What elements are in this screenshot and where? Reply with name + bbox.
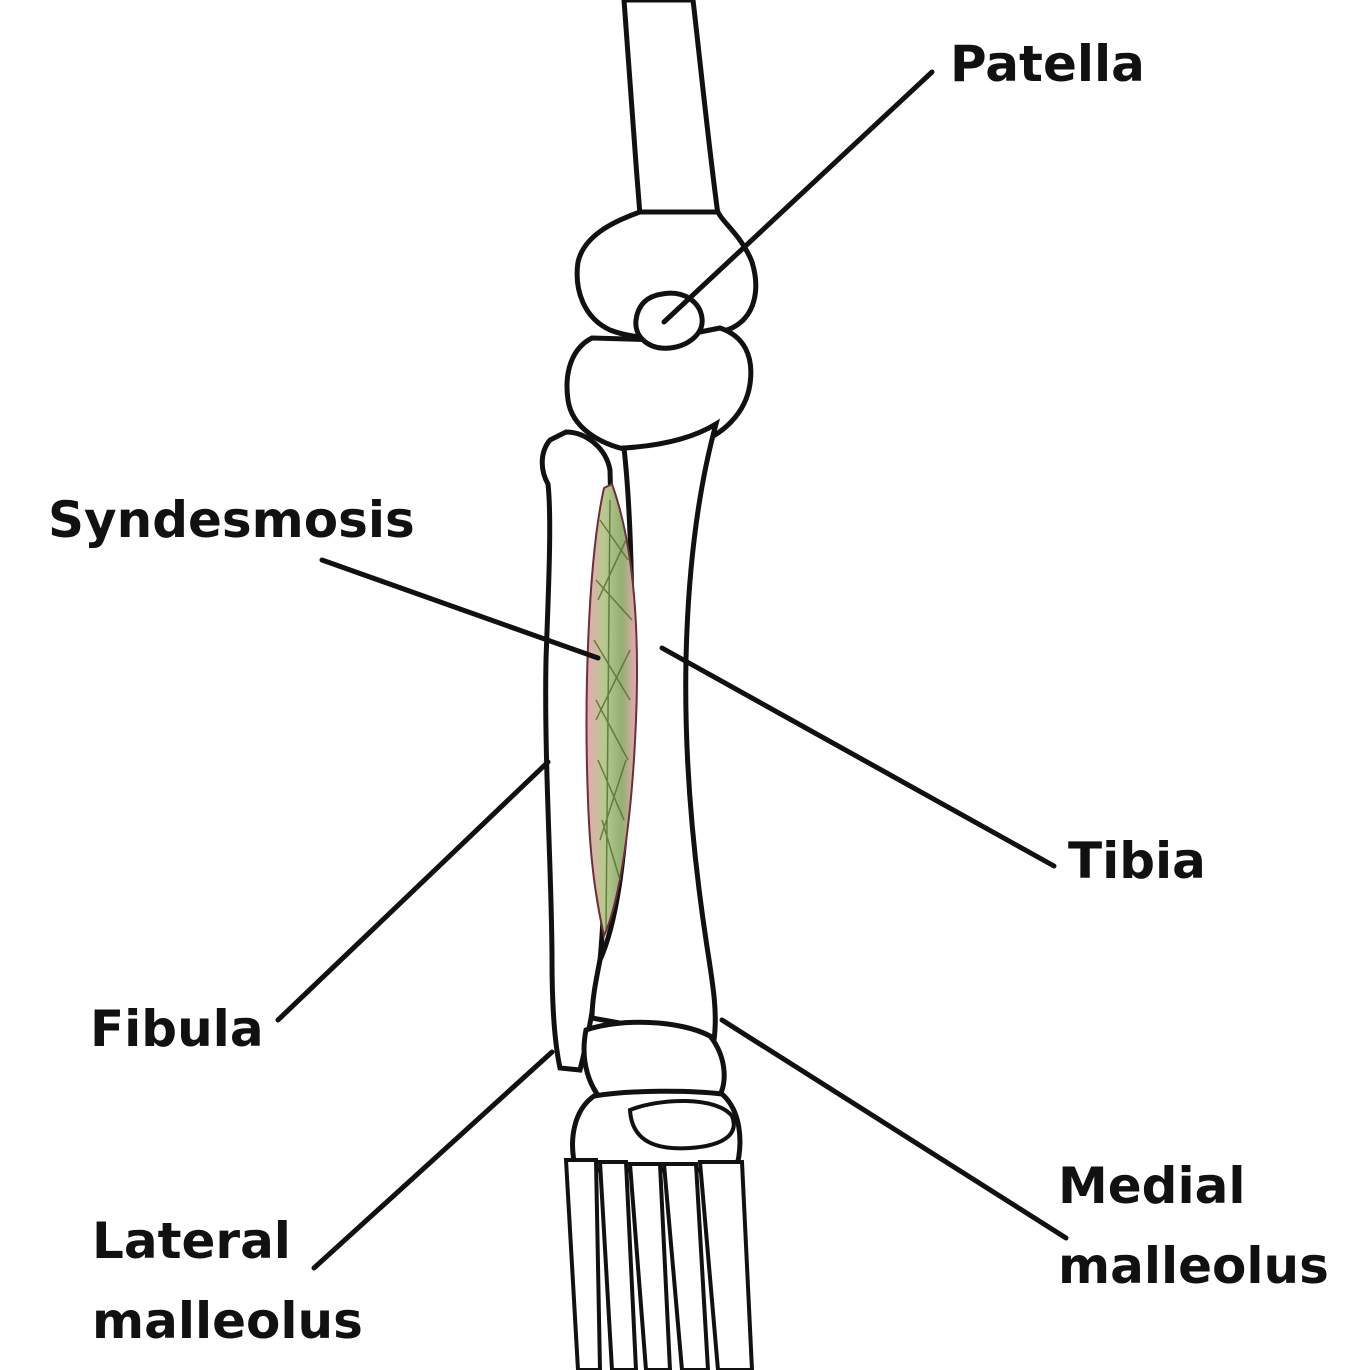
- syndesmosis-membrane: [585, 482, 638, 940]
- syndesmosis-leader-line: [319, 557, 601, 661]
- medial-malleolus-label-line2: malleolus: [1058, 1237, 1329, 1295]
- medial-malleolus-leader-line: [719, 1017, 1069, 1241]
- lateral-malleolus-leader-line: [311, 1049, 555, 1271]
- syndesmosis-label: Syndesmosis: [48, 491, 415, 549]
- fibula-leader-line: [275, 759, 551, 1023]
- fibula-label: Fibula: [90, 1000, 264, 1058]
- lateral-malleolus-label-line2: malleolus: [92, 1292, 363, 1350]
- navicular-bone: [627, 1098, 736, 1151]
- femur-shaft: [621, 0, 721, 218]
- patella-label: Patella: [950, 35, 1145, 93]
- lateral-malleolus-label-line1: Lateral: [92, 1212, 291, 1270]
- leader-lines: [275, 69, 1069, 1271]
- metatarsal-bones: [563, 1158, 755, 1370]
- patella-leader-line: [661, 69, 935, 325]
- tibia-leader-line: [659, 645, 1057, 869]
- tibia-label: Tibia: [1068, 832, 1206, 890]
- medial-malleolus-label-line1: Medial: [1058, 1157, 1246, 1215]
